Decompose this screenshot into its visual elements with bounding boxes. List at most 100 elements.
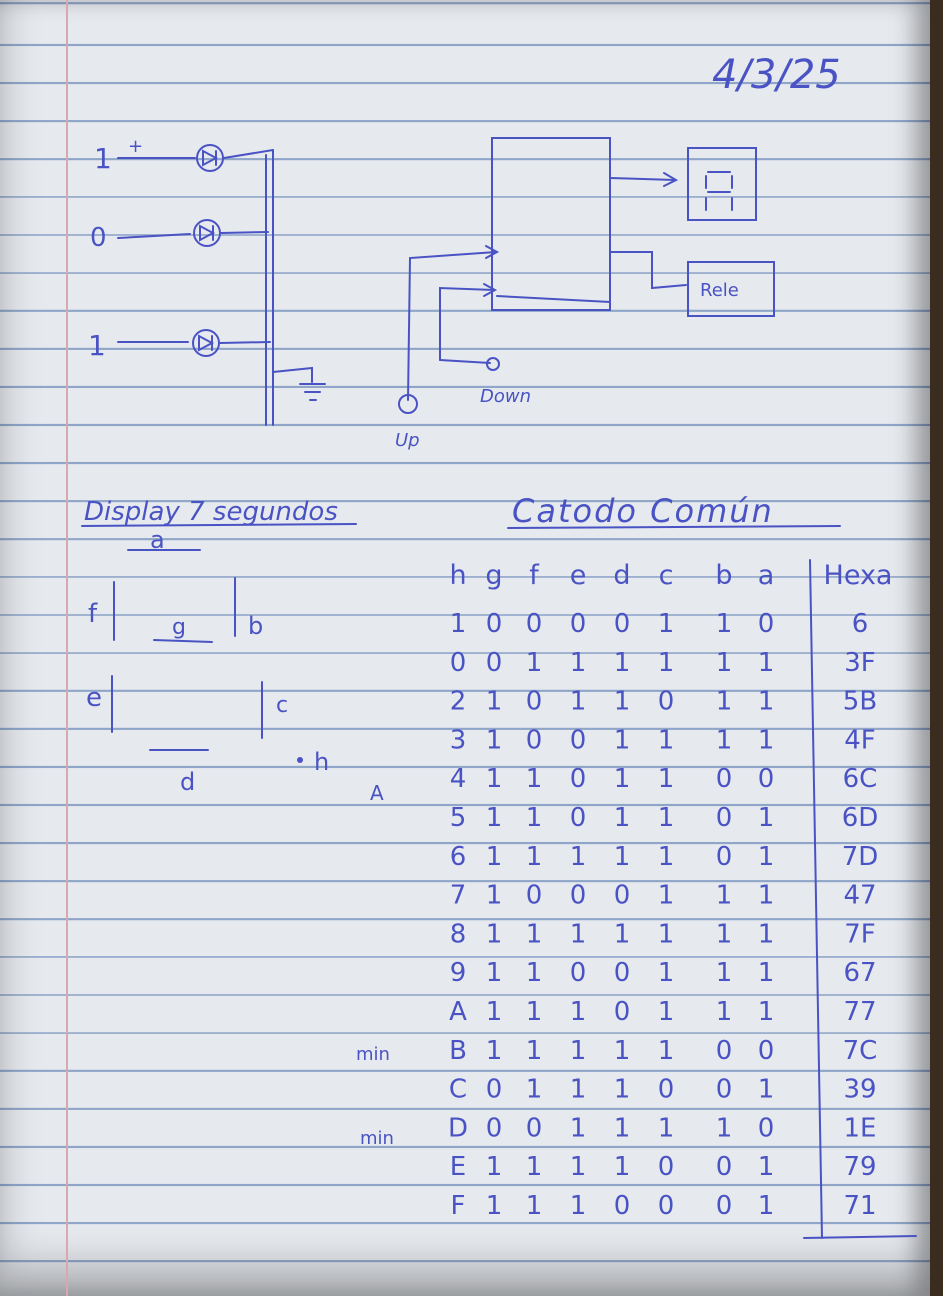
table-cell: 1 — [758, 1191, 775, 1221]
table-cell: 0 — [526, 725, 543, 755]
table-cell: 1 — [486, 1152, 503, 1182]
side-note-a: A — [370, 781, 384, 805]
table-cell: 1 — [526, 919, 543, 949]
table-cell: 1 — [614, 919, 631, 949]
table-hex-value: 67 — [843, 958, 876, 988]
table-row-label: 8 — [450, 919, 467, 949]
table-cell: 1 — [658, 764, 675, 794]
relay-box — [687, 261, 775, 317]
table-cell: 1 — [716, 958, 733, 988]
table-hex-value: 39 — [843, 1075, 876, 1105]
segment-g-label: g — [172, 615, 186, 640]
table-cell: 1 — [614, 1113, 631, 1143]
table-cell: 1 — [486, 958, 503, 988]
table-cell: 0 — [570, 764, 587, 794]
table-cell: 1 — [526, 1075, 543, 1105]
table-cell: 1 — [526, 958, 543, 988]
table-cell: 1 — [658, 648, 675, 678]
input-label-2: 0 — [90, 223, 107, 253]
table-cell: 0 — [716, 1075, 733, 1105]
table-row-label: 2 — [450, 687, 467, 717]
table-cell: 0 — [658, 1075, 675, 1105]
table-cell: 1 — [716, 919, 733, 949]
table-cell: 1 — [716, 881, 733, 911]
down-label: Down — [480, 386, 531, 407]
table-cell: 1 — [486, 881, 503, 911]
table-header-a: a — [758, 560, 775, 591]
display-title: Display 7 segundos — [84, 497, 338, 527]
table-cell: 0 — [526, 609, 543, 639]
table-hex-value: 77 — [843, 997, 876, 1027]
table-cell: 1 — [658, 1113, 675, 1143]
segment-f-label: f — [88, 599, 98, 629]
segment-a-label: a — [150, 526, 165, 554]
table-hex-value: 6C — [843, 764, 878, 794]
table-cell: 1 — [716, 609, 733, 639]
table-row-label: 3 — [450, 725, 467, 755]
segment-h-label: h — [314, 748, 329, 776]
table-hex-value: 3F — [844, 648, 876, 678]
table-cell: 1 — [614, 1075, 631, 1105]
table-cell: 1 — [614, 764, 631, 794]
table-cell: 0 — [486, 1075, 503, 1105]
table-cell: 0 — [758, 1036, 775, 1066]
table-cell: 0 — [570, 803, 587, 833]
table-hex-value: 47 — [843, 881, 876, 911]
table-header-d: d — [613, 560, 630, 591]
table-cell: 1 — [526, 842, 543, 872]
table-cell: 1 — [486, 687, 503, 717]
table-cell: 1 — [570, 919, 587, 949]
table-cell: 1 — [486, 842, 503, 872]
table-cell: 1 — [614, 725, 631, 755]
side-note-min-2: min — [360, 1128, 394, 1149]
table-row-label: 6 — [450, 842, 467, 872]
circuit-sketch: 1 + 0 1 — [88, 136, 775, 451]
table-cell: 0 — [614, 1191, 631, 1221]
table-header-f: f — [529, 560, 540, 591]
table-row-label: 1 — [450, 609, 467, 639]
table-header-c: c — [659, 560, 674, 591]
table-cell: 0 — [570, 609, 587, 639]
table-cell: 0 — [716, 1191, 733, 1221]
table-hex-value: 1E — [844, 1113, 877, 1143]
diode-icon — [193, 219, 221, 247]
table-cell: 1 — [758, 997, 775, 1027]
table-hex-value: 4F — [844, 725, 876, 755]
table-title: Catodo Común — [512, 492, 774, 530]
diode-icon — [192, 329, 220, 357]
table-cell: 1 — [486, 764, 503, 794]
table-row-label: B — [449, 1036, 467, 1066]
table-cell: 1 — [486, 803, 503, 833]
table-cell: 1 — [758, 803, 775, 833]
table-header-b: b — [715, 560, 732, 591]
segment-b-label: b — [248, 612, 263, 640]
table-cell: 1 — [658, 842, 675, 872]
table-cell: 1 — [658, 803, 675, 833]
table-cell: 1 — [570, 648, 587, 678]
input-label-3: 1 — [88, 329, 106, 362]
segment-e-label: e — [86, 683, 102, 713]
table-cell: 1 — [758, 1075, 775, 1105]
table-hex-value: 71 — [843, 1191, 876, 1221]
table-cell: 1 — [570, 1113, 587, 1143]
table-cell: 1 — [758, 648, 775, 678]
plus-sign: + — [128, 136, 143, 157]
relay-label: Rele — [700, 280, 739, 301]
date: 4/3/25 — [712, 52, 841, 98]
table-row-label: C — [449, 1075, 467, 1105]
table-cell: 0 — [570, 958, 587, 988]
table-cell: 0 — [570, 881, 587, 911]
input-label-1: 1 — [94, 142, 112, 175]
diode-icon — [196, 144, 224, 172]
table-row-label: 5 — [450, 803, 467, 833]
table-header-g: g — [485, 560, 502, 591]
table-cell: 0 — [614, 958, 631, 988]
table-cell: 1 — [658, 725, 675, 755]
table-row-label: 9 — [450, 958, 467, 988]
table-hex-value: 79 — [843, 1152, 876, 1182]
table-cell: 1 — [758, 842, 775, 872]
segment-d-label: d — [180, 768, 195, 796]
table-cell: 0 — [526, 687, 543, 717]
